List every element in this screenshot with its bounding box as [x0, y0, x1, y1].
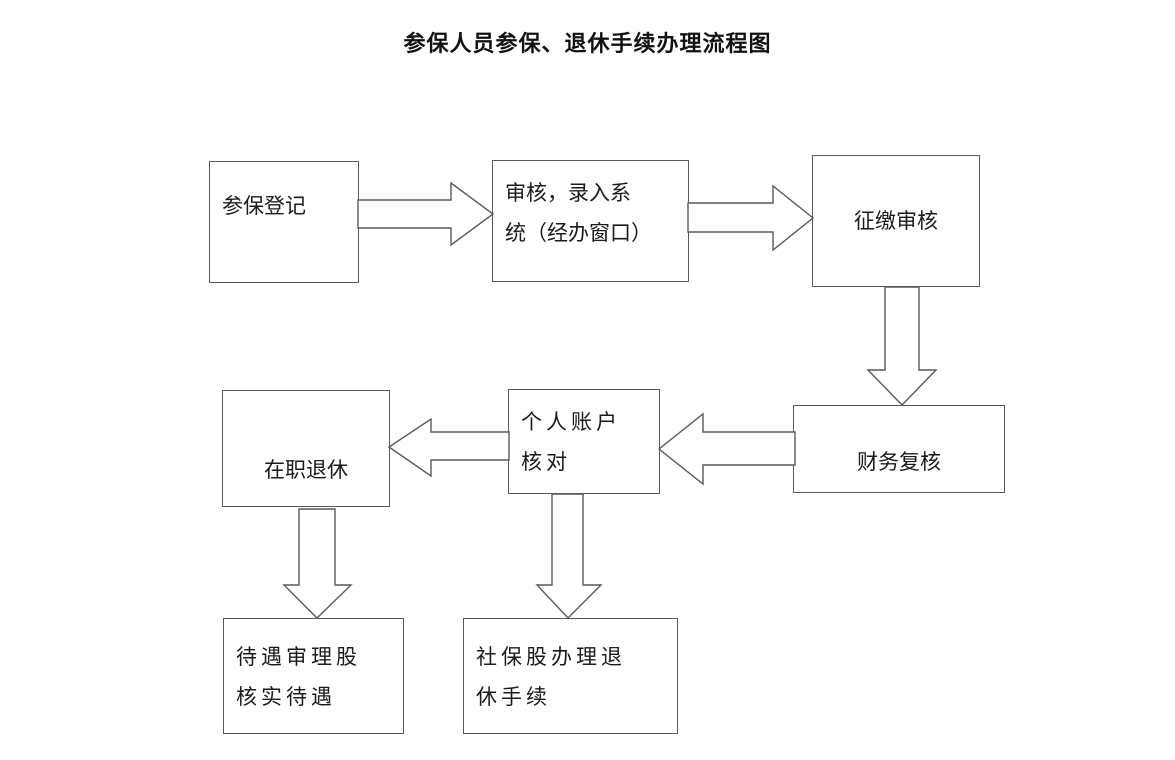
- node-label: 社保股办理退 休手续: [476, 645, 626, 709]
- page-title: 参保人员参保、退休手续办理流程图: [403, 32, 772, 57]
- arrow-zaizhi-to-daiyu: [282, 508, 353, 619]
- node-label: 个人账户 核对: [521, 410, 621, 474]
- node-label: 征缴审核: [854, 209, 938, 233]
- arrow-canbao-to-shenhe: [357, 181, 495, 247]
- node-label: 审核，录入系 统（经办窗口）: [505, 181, 652, 245]
- node-label: 参保登记: [222, 194, 306, 218]
- node-zhengjiao-shenhe[interactable]: 征缴审核: [812, 155, 980, 287]
- node-shenhe-luru[interactable]: 审核，录入系 统（经办窗口）: [492, 160, 689, 282]
- node-label: 财务复核: [857, 450, 941, 474]
- arrow-geren-to-shebao: [535, 493, 603, 620]
- arrow-shenhe-to-zhengjiao: [687, 184, 815, 252]
- node-shebao-tuixiu[interactable]: 社保股办理退 休手续: [463, 618, 678, 734]
- node-daiyu-shenli[interactable]: 待遇审理股 核实待遇: [223, 618, 404, 734]
- arrow-zhengjiao-to-caiwu: [866, 286, 938, 407]
- node-zaizhi-tuixiu[interactable]: 在职退休: [222, 390, 390, 507]
- node-caiwu-fuhe[interactable]: 财务复核: [793, 405, 1005, 493]
- node-label: 待遇审理股 核实待遇: [236, 645, 361, 709]
- node-canbao-dengji[interactable]: 参保登记: [209, 161, 359, 283]
- node-geren-zhanghu[interactable]: 个人账户 核对: [508, 389, 660, 494]
- node-label: 在职退休: [264, 458, 348, 482]
- arrow-geren-to-zaizhi: [387, 417, 510, 478]
- arrow-caiwu-to-geren: [657, 412, 796, 486]
